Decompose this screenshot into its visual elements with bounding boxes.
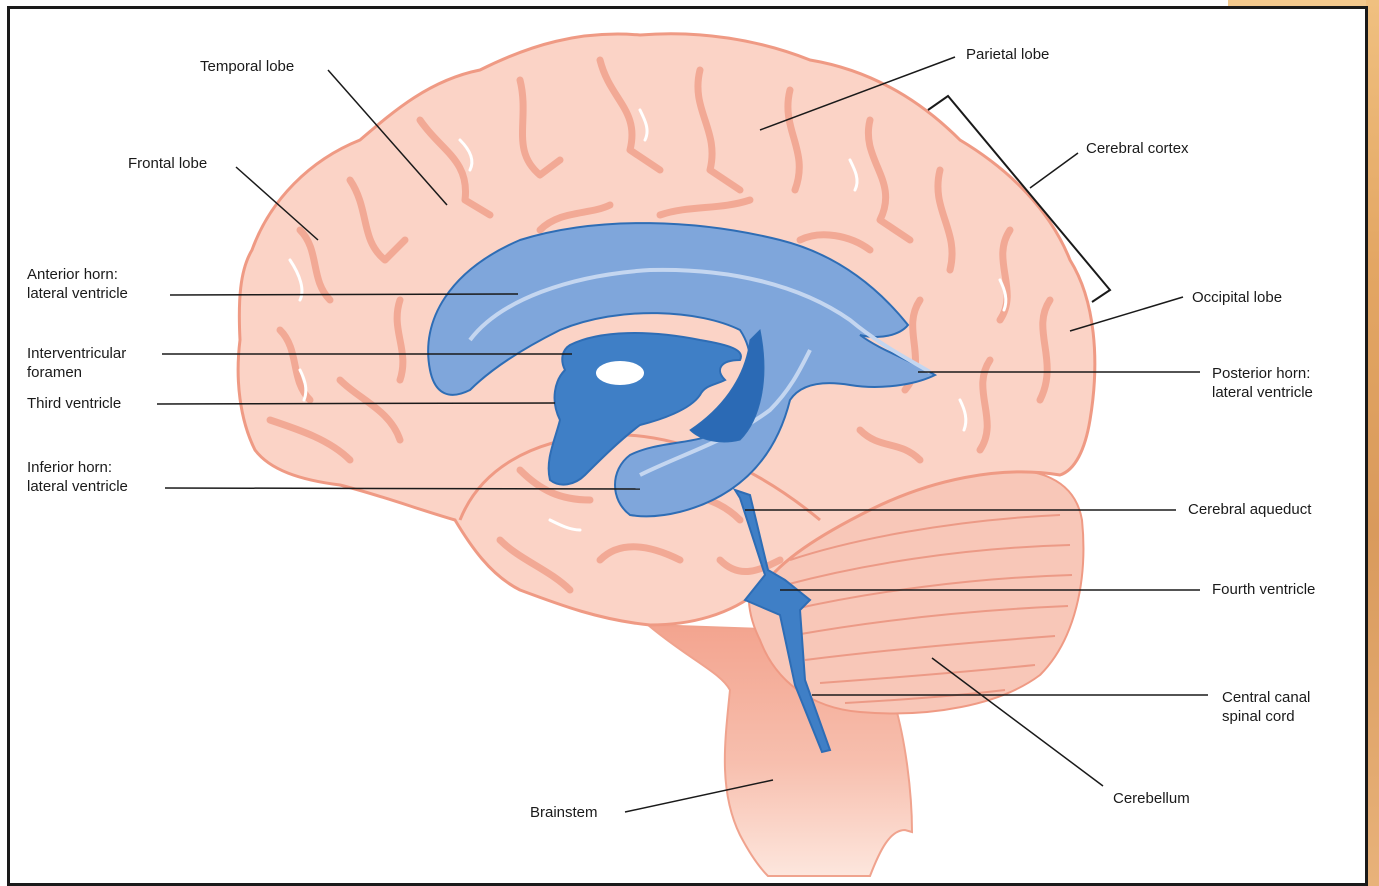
label-anterior-horn-line2: lateral ventricle — [27, 284, 128, 303]
label-temporal-lobe: Temporal lobe — [200, 57, 294, 76]
label-frontal-lobe: Frontal lobe — [128, 154, 207, 173]
label-central-canal-line2: spinal cord — [1222, 707, 1310, 726]
interthalamic-adhesion — [596, 361, 644, 385]
label-inferior-horn: Inferior horn: lateral ventricle — [27, 458, 128, 496]
label-brainstem: Brainstem — [530, 803, 598, 822]
label-interventricular-line2: foramen — [27, 363, 126, 382]
label-posterior-horn: Posterior horn: lateral ventricle — [1212, 364, 1313, 402]
label-interventricular-line1: Interventricular — [27, 344, 126, 363]
label-occipital-lobe: Occipital lobe — [1192, 288, 1282, 307]
label-central-canal-line1: Central canal — [1222, 688, 1310, 707]
label-third-ventricle: Third ventricle — [27, 394, 121, 413]
label-posterior-horn-line2: lateral ventricle — [1212, 383, 1313, 402]
label-cerebral-aqueduct: Cerebral aqueduct — [1188, 500, 1311, 519]
label-inferior-horn-line2: lateral ventricle — [27, 477, 128, 496]
label-anterior-horn-line1: Anterior horn: — [27, 265, 128, 284]
label-inferior-horn-line1: Inferior horn: — [27, 458, 128, 477]
label-cerebellum: Cerebellum — [1113, 789, 1190, 808]
label-parietal-lobe: Parietal lobe — [966, 45, 1049, 64]
label-fourth-ventricle: Fourth ventricle — [1212, 580, 1315, 599]
label-interventricular-foramen: Interventricular foramen — [27, 344, 126, 382]
label-central-canal: Central canal spinal cord — [1222, 688, 1310, 726]
label-posterior-horn-line1: Posterior horn: — [1212, 364, 1313, 383]
label-cerebral-cortex: Cerebral cortex — [1086, 139, 1189, 158]
label-anterior-horn: Anterior horn: lateral ventricle — [27, 265, 128, 303]
